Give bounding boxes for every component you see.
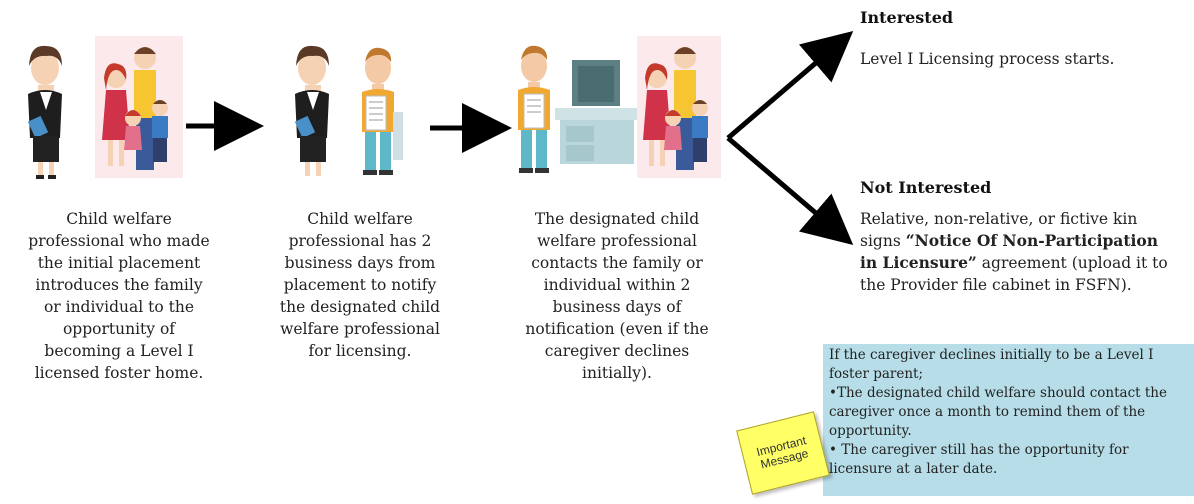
step-1-line: Child welfare (66, 210, 172, 228)
notice-form-name: “Notice Of Non-Participation (905, 231, 1159, 250)
caseworker-figure-1 (27, 45, 62, 179)
note-line: foster parent; (829, 366, 924, 382)
step-1-line: becoming a Level I (44, 342, 194, 360)
important-note-box: If the caregiver declines initially to b… (823, 344, 1194, 496)
caseworker-figure-2 (294, 45, 329, 176)
not-interested-line: signs “Notice Of Non-Participation (860, 230, 1194, 252)
branch-arrow-not-interested (726, 136, 854, 245)
note-line: If the caregiver declines initially to b… (829, 347, 1154, 363)
family-figure-1 (95, 36, 183, 178)
notice-form-name-end: in Licensure” (860, 253, 977, 272)
step-2-line: for licensing. (308, 342, 412, 360)
step-3-line: initially). (582, 364, 652, 382)
office-desk-icon (555, 60, 639, 164)
step-1-line: introduces the family (35, 276, 203, 294)
not-interested-description: Relative, non-relative, or fictive kin s… (860, 208, 1194, 296)
step-1-line: professional who made (28, 232, 210, 250)
step-1-line: or individual to the (43, 298, 195, 316)
step-3-line: individual within 2 (543, 276, 691, 294)
not-interested-line: in Licensure” agreement (upload it to (860, 252, 1194, 274)
not-interested-heading: Not Interested (860, 178, 992, 197)
step-3-line: contacts the family or (531, 254, 703, 272)
professional-with-papers-figure (362, 47, 403, 175)
interested-description: Level I Licensing process starts. (860, 50, 1115, 68)
note-line: licensure at a later date. (829, 461, 998, 477)
professional-at-desk-figure (518, 45, 550, 173)
step-1-line: opportunity of (62, 320, 176, 338)
step-1-line: the initial placement (37, 254, 201, 272)
branch-arrow-interested (726, 31, 854, 140)
step-3-line: business days of (552, 298, 682, 316)
not-interested-line: the Provider file cabinet in FSFN). (860, 276, 1132, 294)
step-2-line: the designated child (279, 298, 441, 316)
step-3-line: The designated child (534, 210, 700, 228)
step-3-line: caregiver declines (544, 342, 690, 360)
step-1-description: Child welfare professional who made the … (0, 208, 238, 384)
note-line: • The caregiver still has the opportunit… (829, 442, 1129, 458)
not-interested-text: agreement (upload it to (976, 254, 1168, 272)
note-line: opportunity. (829, 423, 912, 439)
step-1-line: licensed foster home. (34, 364, 204, 382)
note-line: caregiver once a month to remind them of… (829, 404, 1146, 420)
step-2-line: professional has 2 (288, 232, 432, 250)
interested-heading: Interested (860, 8, 954, 27)
family-figure-2 (637, 36, 721, 178)
step-3-line: welfare professional (537, 232, 697, 250)
note-line: •The designated child welfare should con… (829, 385, 1167, 401)
not-interested-text: signs (860, 232, 906, 250)
step-2-line: Child welfare (307, 210, 413, 228)
step-2-line: placement to notify (283, 276, 437, 294)
step-3-line: notification (even if the (525, 320, 709, 338)
not-interested-line: Relative, non-relative, or fictive kin (860, 210, 1138, 228)
step-2-description: Child welfare professional has 2 busines… (248, 208, 472, 362)
step-2-line: business days from (284, 254, 436, 272)
step-3-description: The designated child welfare professiona… (505, 208, 729, 384)
step-2-line: welfare professional (280, 320, 440, 338)
